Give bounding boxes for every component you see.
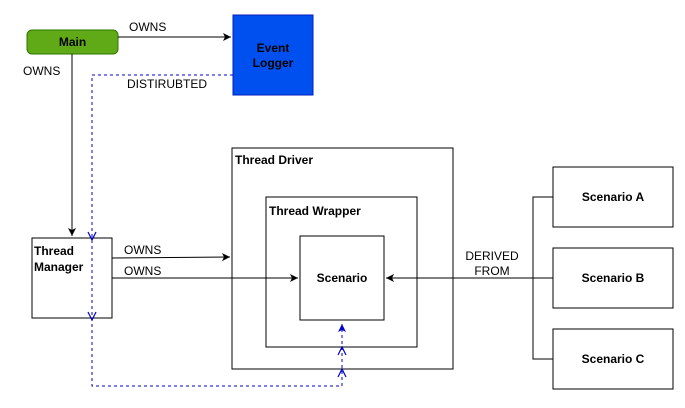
- edge-main-to-logger-label: OWNS: [129, 20, 166, 34]
- event-logger-label-line2: Logger: [253, 56, 294, 70]
- scenario-b-node[interactable]: Scenario B: [552, 247, 674, 309]
- edge-manager-to-driver[interactable]: OWNS: [111, 243, 231, 262]
- main-node[interactable]: Main: [26, 29, 119, 55]
- scenario-a-box: [552, 166, 674, 228]
- edge-logger-distributed-label: DISTIRUBTED: [127, 77, 207, 91]
- edge-manager-to-driver-line: [111, 253, 231, 262]
- edge-distributed-arrow-to-wrapper: [337, 345, 347, 356]
- edge-main-to-logger[interactable]: OWNS: [118, 20, 231, 41]
- scenario-box: [299, 235, 385, 321]
- scenario-node[interactable]: Scenario: [299, 235, 385, 321]
- edge-main-to-manager-label: OWNS: [23, 64, 60, 78]
- scenario-a-node[interactable]: Scenario A: [552, 166, 674, 228]
- edge-logger-distributed[interactable]: DISTIRUBTED: [87, 74, 347, 387]
- edge-manager-to-scenario[interactable]: OWNS: [112, 264, 298, 282]
- scenario-c-box: [552, 328, 674, 390]
- thread-wrapper-label: Thread Wrapper: [269, 204, 361, 218]
- scenario-b-box: [552, 247, 674, 309]
- edge-manager-to-scenario-label: OWNS: [124, 264, 161, 278]
- edge-derived-from-label-line1: DERIVED: [465, 249, 519, 263]
- thread-manager-node[interactable]: Thread Manager: [31, 237, 113, 319]
- edge-distributed-arrow-to-manager-top: [87, 231, 97, 242]
- event-logger-box: [232, 14, 314, 96]
- scenario-a-label: Scenario A: [582, 190, 645, 204]
- scenario-b-label: Scenario B: [582, 271, 645, 285]
- event-logger-label-line1: Event: [257, 41, 290, 55]
- edge-distributed-main-path: [91, 74, 342, 387]
- edge-distributed-arrow-to-driver: [337, 367, 347, 378]
- edge-derived-from[interactable]: DERIVED FROM: [386, 196, 553, 360]
- main-label: Main: [59, 35, 86, 49]
- thread-manager-box: [31, 237, 113, 319]
- thread-driver-label: Thread Driver: [235, 153, 313, 167]
- thread-manager-label-line2: Manager: [34, 260, 84, 274]
- scenario-c-label: Scenario C: [582, 352, 645, 366]
- edge-distributed-arrow-to-manager-bottom: [87, 311, 97, 322]
- event-logger-node[interactable]: Event Logger: [232, 14, 314, 96]
- scenario-c-node[interactable]: Scenario C: [552, 328, 674, 390]
- edge-manager-to-driver-label: OWNS: [124, 243, 161, 257]
- thread-manager-label-line1: Thread: [34, 244, 74, 258]
- edge-derived-from-label-line2: FROM: [474, 264, 509, 278]
- scenario-label: Scenario: [317, 271, 368, 285]
- edge-main-to-manager[interactable]: OWNS: [23, 54, 76, 236]
